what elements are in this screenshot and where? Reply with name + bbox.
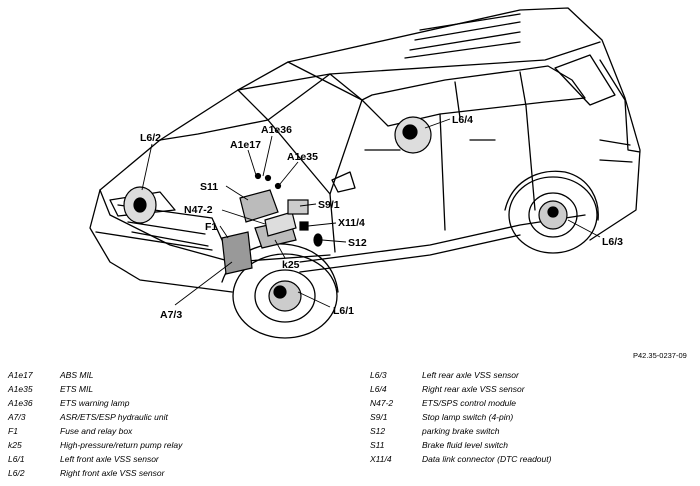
callout-l6-1: L6/1 — [333, 305, 354, 317]
legend-desc: Data link connector (DTC readout) — [422, 454, 552, 464]
callout-x11-4: X11/4 — [338, 217, 365, 229]
callout-k25: k25 — [282, 259, 300, 271]
legend-code: L6/2 — [8, 468, 25, 478]
legend-row: S11 Brake fluid level switch — [370, 440, 690, 454]
callout-labels: L6/2 A1e36 A1e17 A1e35 L6/4 S11 S9/1 N47… — [140, 114, 623, 321]
legend-row: N47-2 ETS/SPS control module — [370, 398, 690, 412]
legend-code: N47-2 — [370, 398, 394, 408]
callout-l6-2: L6/2 — [140, 132, 161, 144]
legend-code: S11 — [370, 440, 385, 450]
legend-desc: ABS MIL — [60, 370, 94, 380]
legend-row: L6/4 Right rear axle VSS sensor — [370, 384, 690, 398]
legend-desc: Brake fluid level switch — [422, 440, 508, 450]
figure-reference: P42.35-0237-09 — [633, 351, 687, 360]
vehicle-outline — [89, 7, 641, 339]
legend-code: X11/4 — [370, 454, 392, 464]
legend-desc: parking brake switch — [422, 426, 500, 436]
legend-code: k25 — [8, 440, 22, 450]
legend-row: L6/3 Left rear axle VSS sensor — [370, 370, 690, 384]
legend-code: A1e35 — [8, 384, 33, 394]
legend-code: L6/3 — [370, 370, 387, 380]
components — [123, 116, 568, 312]
legend-row: A1e17 ABS MIL — [8, 370, 308, 384]
legend-row: k25 High-pressure/return pump relay — [8, 440, 308, 454]
callout-s9-1: S9/1 — [318, 199, 340, 211]
legend-code: F1 — [8, 426, 18, 436]
legend-desc: High-pressure/return pump relay — [60, 440, 183, 450]
legend-desc: Right rear axle VSS sensor — [422, 384, 525, 394]
callout-a7-3: A7/3 — [160, 309, 182, 321]
leader-lines — [141, 118, 601, 308]
legend-row: A1e35 ETS MIL — [8, 384, 308, 398]
legend-row: X11/4 Data link connector (DTC readout) — [370, 454, 690, 468]
callout-l6-3: L6/3 — [602, 236, 623, 248]
legend-desc: Right front axle VSS sensor — [60, 468, 165, 478]
legend-code: A7/3 — [8, 412, 26, 422]
legend-desc: Left rear axle VSS sensor — [422, 370, 519, 380]
legend-desc: ETS MIL — [60, 384, 94, 394]
callout-a1e17: A1e17 — [230, 139, 261, 151]
legend-row: F1 Fuse and relay box — [8, 426, 308, 440]
callout-s12: S12 — [348, 237, 367, 249]
legend-row: A1e36 ETS warning lamp — [8, 398, 308, 412]
callout-a1e35: A1e35 — [287, 151, 318, 163]
legend-code: L6/4 — [370, 384, 387, 394]
legend-row: L6/2 Right front axle VSS sensor — [8, 468, 308, 482]
legend-right: L6/3 Left rear axle VSS sensor L6/4 Right … — [370, 370, 690, 468]
legend-code: S9/1 — [370, 412, 388, 422]
callout-s11: S11 — [200, 181, 218, 193]
legend-desc: Fuse and relay box — [60, 426, 133, 436]
legend-desc: Stop lamp switch (4-pin) — [422, 412, 514, 422]
legend-row: A7/3 ASR/ETS/ESP hydraulic unit — [8, 412, 308, 426]
legend-code: L6/1 — [8, 454, 25, 464]
legend-row: L6/1 Left front axle VSS sensor — [8, 454, 308, 468]
legend-left: A1e17 ABS MIL A1e35 ETS MIL A1e36 ETS warni… — [8, 370, 308, 482]
legend-code: A1e17 — [8, 370, 33, 380]
callout-n47-2: N47-2 — [184, 204, 213, 216]
legend-desc: Left front axle VSS sensor — [60, 454, 159, 464]
legend-desc: ETS/SPS control module — [422, 398, 517, 408]
legend-code: S12 — [370, 426, 386, 436]
callout-a1e36: A1e36 — [261, 124, 292, 136]
legend-row: S12 parking brake switch — [370, 426, 690, 440]
callout-l6-4: L6/4 — [452, 114, 473, 126]
legend-desc: ASR/ETS/ESP hydraulic unit — [60, 412, 168, 422]
vehicle-component-diagram: L6/2 A1e36 A1e17 A1e35 L6/4 S11 S9/1 N47… — [89, 7, 641, 339]
legend-row: S9/1 Stop lamp switch (4-pin) — [370, 412, 690, 426]
legend-desc: ETS warning lamp — [60, 398, 130, 408]
legend-code: A1e36 — [8, 398, 33, 408]
callout-f1: F1 — [205, 221, 217, 233]
